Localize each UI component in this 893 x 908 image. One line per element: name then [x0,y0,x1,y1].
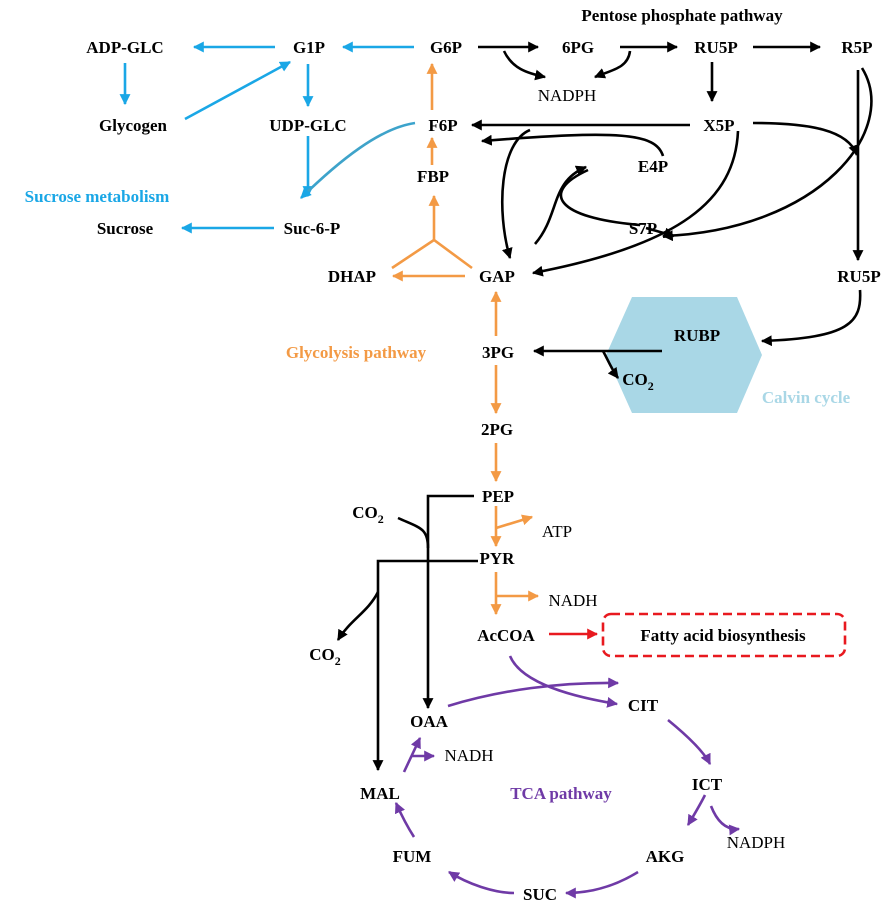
node-ict: ICT [692,775,723,794]
sucrose-arrows [119,41,416,234]
node-mal: MAL [360,784,400,803]
node-cit: CIT [628,696,659,715]
title-sucrose-metabolism: Sucrose metabolism [25,187,170,206]
node-r5p: R5P [841,38,872,57]
node-sucrose: Sucrose [97,219,154,238]
node-co2-pep: CO2 [352,503,384,526]
fatty-acid-box [601,612,847,658]
node-g1p: G1P [293,38,325,57]
node-ru5p-right: RU5P [837,267,880,286]
node-accoa: AcCOA [477,626,535,645]
node-6pg: 6PG [562,38,594,57]
node-ru5p-top: RU5P [694,38,737,57]
node-nadh-pyr: NADH [548,591,597,610]
pentose-arrows [336,41,873,772]
title-tca: TCA pathway [510,784,612,803]
node-udp-glc: UDP-GLC [269,116,346,135]
title-glycolysis: Glycolysis pathway [286,343,427,362]
fatty-acid-group [549,612,847,658]
calvin-cycle-hexagon [606,297,762,413]
node-g6p: G6P [430,38,462,57]
node-3pg: 3PG [482,343,514,362]
node-suc-6-p: Suc-6-P [284,219,341,238]
node-atp: ATP [542,522,572,541]
node-pep: PEP [482,487,514,506]
node-fbp: FBP [417,167,449,186]
node-suc: SUC [523,885,557,904]
node-pyr: PYR [480,549,516,568]
node-nadph-ict: NADPH [727,833,786,852]
node-co2-calvin: CO2 [622,370,654,393]
node-oaa: OAA [410,712,449,731]
node-s7p: S7P [629,219,657,238]
title-pentose-phosphate: Pentose phosphate pathway [581,6,783,25]
node-nadh-oaa: NADH [444,746,493,765]
tca-arrows [394,655,741,899]
title-calvin-cycle: Calvin cycle [762,388,851,407]
node-fatty-acid-biosynthesis: Fatty acid biosynthesis [640,626,806,645]
node-x5p: X5P [703,116,734,135]
node-rubp: RUBP [674,326,720,345]
node-fum: FUM [393,847,432,866]
node-nadph-ppp: NADPH [538,86,597,105]
node-adp-glc: ADP-GLC [86,38,163,57]
node-e4p: E4P [638,157,668,176]
node-f6p: F6P [428,116,457,135]
glycolysis-arrows [391,62,540,616]
node-glycogen: Glycogen [99,116,168,135]
node-2pg: 2PG [481,420,513,439]
node-co2-mal: CO2 [309,645,341,668]
node-dhap: DHAP [328,267,376,286]
node-akg: AKG [646,847,685,866]
node-gap: GAP [479,267,515,286]
